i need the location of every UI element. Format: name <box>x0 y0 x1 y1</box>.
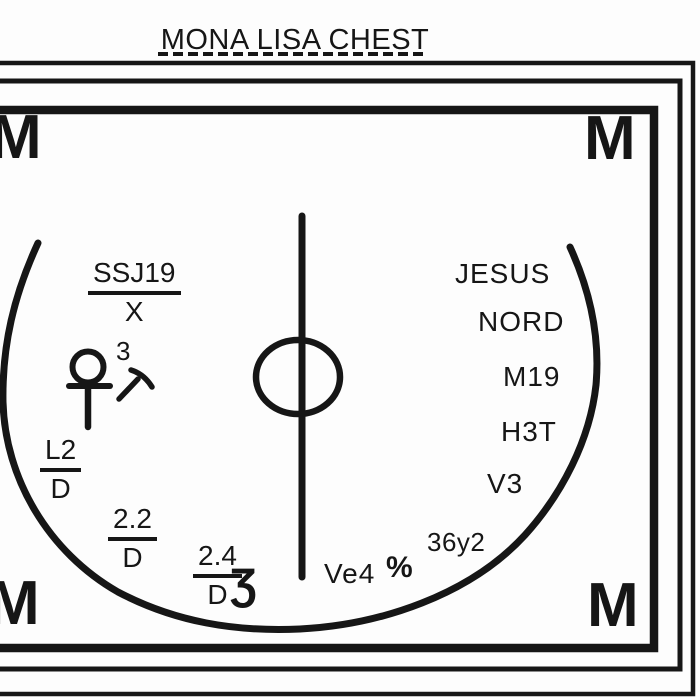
female-symbol-icon <box>66 348 113 431</box>
annotation-three: 3 <box>116 336 131 366</box>
female-symbol-head <box>69 348 107 386</box>
circle-marker-icon <box>252 336 344 418</box>
annotation-squiggle: Ʒ <box>230 560 257 609</box>
label-36y2: 36y2 <box>427 527 486 557</box>
percent-mark: % <box>386 551 413 584</box>
fraction-denominator: X <box>124 295 144 327</box>
corner-mark-bottom-left: M <box>0 569 40 638</box>
corner-mark-top-left: M <box>0 103 42 172</box>
label-v3: V3 <box>487 468 524 499</box>
fraction-numerator: SSJ19 <box>88 258 181 295</box>
perimeter-arc <box>0 239 601 633</box>
fraction-ssj19-x: SSJ19 X <box>88 258 181 327</box>
fraction-numerator: 2.2 <box>108 504 157 541</box>
fraction-2-4-d: 2.4 D <box>193 541 242 610</box>
middle-border <box>0 78 683 672</box>
hammer-handle <box>116 376 141 402</box>
inner-border <box>0 105 659 653</box>
fraction-l2-d: L2 D <box>40 435 82 504</box>
fraction-denominator: D <box>50 472 71 504</box>
outer-border <box>0 60 696 697</box>
hammer-head <box>128 367 155 390</box>
page-title: MONA LISA CHEST <box>160 24 430 56</box>
fraction-numerator: 2.4 <box>193 541 242 578</box>
corner-mark-bottom-right: M <box>587 571 639 640</box>
fraction-denominator: D <box>122 541 143 573</box>
hammer-symbol-icon <box>116 367 155 402</box>
corner-mark-top-right: M <box>584 104 636 173</box>
fraction-2-2-d: 2.2 D <box>108 504 157 573</box>
label-nord: NORD <box>478 306 565 337</box>
label-m19: M19 <box>503 361 561 392</box>
label-jesus: JESUS <box>455 258 551 289</box>
label-h3t: H3T <box>501 416 557 447</box>
fraction-numerator: L2 <box>40 435 82 472</box>
label-ve4: Ve4 <box>324 558 376 589</box>
fraction-denominator: D <box>207 578 228 610</box>
